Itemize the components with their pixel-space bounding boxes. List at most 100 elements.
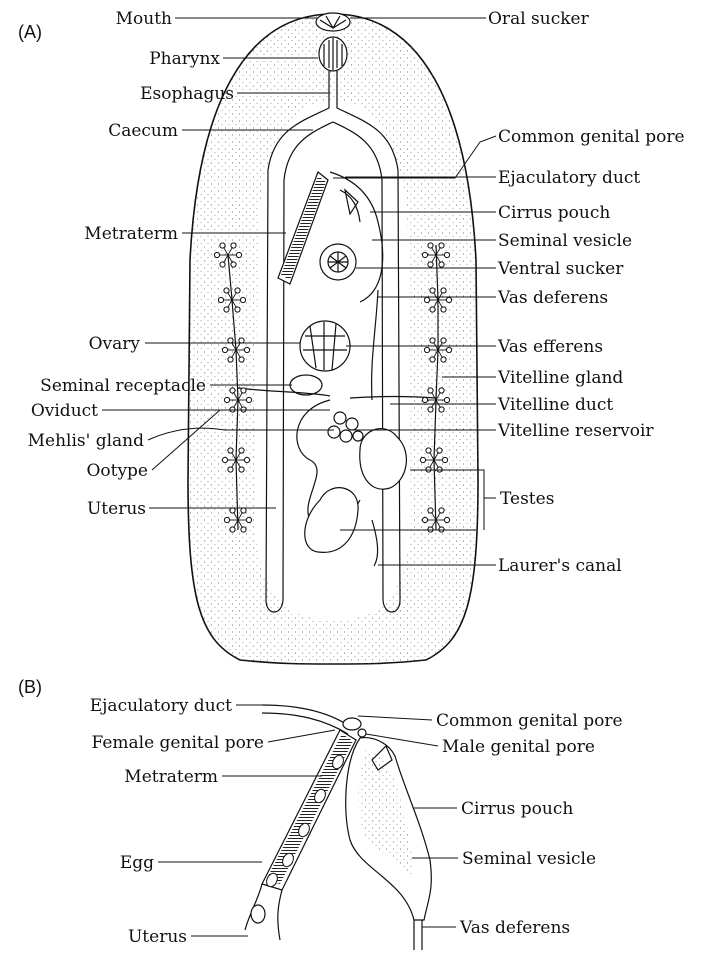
- panel-b-left-labels: Ejaculatory ductFemale genital poreMetra…: [90, 696, 264, 947]
- b-egg-label: Egg: [120, 853, 154, 873]
- a-testes-label: Testes: [500, 489, 554, 509]
- panel-a-right-labels: Oral suckerCommon genital poreEjaculator…: [488, 9, 685, 576]
- vitelline-follicle: [428, 243, 433, 248]
- vitelline-follicle: [239, 357, 244, 362]
- vitelline-follicle: [222, 347, 227, 352]
- vitelline-follicle: [230, 388, 235, 393]
- vitelline-follicle: [224, 517, 229, 522]
- a-metraterm-label: Metraterm: [84, 224, 178, 244]
- vitelline-follicle: [241, 388, 246, 393]
- vitelline-follicle: [228, 448, 233, 453]
- vitelline-follicle: [424, 297, 429, 302]
- vitelline-follicle: [446, 347, 451, 352]
- ovary: [300, 321, 350, 371]
- vitelline-follicle: [239, 338, 244, 343]
- vitelline-follicle: [441, 338, 446, 343]
- vitelline-follicle: [441, 357, 446, 362]
- vitelline-follicle: [420, 457, 425, 462]
- a-caecum-label: Caecum: [108, 121, 178, 141]
- vitelline-follicle: [230, 508, 235, 513]
- a-vas-efferens-label: Vas efferens: [497, 337, 603, 357]
- b-metraterm-label: Metraterm: [124, 767, 218, 787]
- a-vitelline-reservoir-label: Vitelline reservoir: [497, 421, 654, 441]
- vitelline-follicle: [224, 307, 229, 312]
- vitelline-follicle: [246, 517, 251, 522]
- b-vas-deferens-label: Vas deferens: [459, 918, 570, 938]
- vitelline-follicle: [224, 288, 229, 293]
- b-male-genital-pore-label: Male genital pore: [442, 737, 595, 757]
- a-pharynx-label: Pharynx: [149, 49, 220, 69]
- pharynx: [319, 37, 347, 71]
- vitelline-follicle: [430, 357, 435, 362]
- panel-b-label: (B): [18, 677, 42, 697]
- vitelline-follicle: [439, 388, 444, 393]
- a-vitelline-gland-label: Vitelline gland: [497, 368, 623, 388]
- vitelline-follicle: [244, 347, 249, 352]
- vitelline-follicle: [430, 338, 435, 343]
- vitelline-follicle: [246, 397, 251, 402]
- a-cirrus-pouch-label: Cirrus pouch: [498, 203, 610, 223]
- a-seminal-vesicle-label: Seminal vesicle: [498, 231, 632, 251]
- b-ejaculatory-duct-label: Ejaculatory duct: [90, 696, 232, 716]
- vitelline-follicle: [442, 457, 447, 462]
- a-ejaculatory-duct-label: Ejaculatory duct: [498, 168, 640, 188]
- vitelline-follicle: [426, 448, 431, 453]
- vitelline-follicle: [437, 448, 442, 453]
- terminal-genitalia: [245, 705, 431, 950]
- vitelline-follicle: [428, 262, 433, 267]
- vitelline-follicle: [228, 338, 233, 343]
- vitelline-follicle: [240, 297, 245, 302]
- vitelline-follicle: [424, 347, 429, 352]
- vitelline-follicle: [235, 307, 240, 312]
- a-ventral-sucker-label: Ventral sucker: [497, 259, 624, 279]
- vitelline-follicle: [422, 252, 427, 257]
- panel-b-right-labels: Common genital poreMale genital poreCirr…: [436, 711, 623, 938]
- a-vitelline-duct-label: Vitelline duct: [497, 395, 613, 415]
- panel-a-label: (A): [18, 22, 42, 42]
- vitelline-follicle: [239, 448, 244, 453]
- a-esophagus-label: Esophagus: [140, 84, 234, 104]
- vitelline-follicle: [446, 297, 451, 302]
- b-seminal-vesicle-label: Seminal vesicle: [462, 849, 596, 869]
- vitelline-follicle: [428, 508, 433, 513]
- vitelline-follicle: [236, 252, 241, 257]
- vitelline-follicle: [439, 508, 444, 513]
- vitelline-follicle: [428, 388, 433, 393]
- vitelline-follicle: [444, 252, 449, 257]
- a-ootype-label: Ootype: [86, 461, 148, 481]
- vitelline-follicle: [228, 467, 233, 472]
- ventral-sucker: [320, 244, 356, 280]
- vitelline-follicle: [220, 262, 225, 267]
- vitelline-follicle: [444, 517, 449, 522]
- a-mouth-label: Mouth: [116, 9, 172, 29]
- vitelline-follicle: [430, 288, 435, 293]
- b-female-genital-pore-label: Female genital pore: [91, 733, 264, 753]
- vitelline-follicle: [214, 252, 219, 257]
- vitelline-follicle: [244, 457, 249, 462]
- a-mehlis-gland-label: Mehlis' gland: [28, 431, 144, 451]
- vitelline-follicle: [439, 407, 444, 412]
- vitelline-follicle: [441, 288, 446, 293]
- vitelline-follicle: [241, 527, 246, 532]
- oral-sucker: [316, 13, 350, 31]
- vitelline-follicle: [439, 243, 444, 248]
- b-cirrus-pouch-label: Cirrus pouch: [461, 799, 573, 819]
- a-laurer-s-canal-label: Laurer's canal: [498, 556, 622, 576]
- a-seminal-receptacle-label: Seminal receptacle: [40, 376, 206, 396]
- vitelline-follicle: [228, 357, 233, 362]
- vitelline-follicle: [235, 288, 240, 293]
- a-ovary-label: Ovary: [89, 334, 141, 354]
- vitelline-follicle: [444, 397, 449, 402]
- vitelline-follicle: [222, 457, 227, 462]
- vitelline-follicle: [218, 297, 223, 302]
- b-uterus-label: Uterus: [128, 927, 187, 947]
- vitelline-follicle: [220, 243, 225, 248]
- vitelline-follicle: [428, 407, 433, 412]
- b-common-genital-pore-label: Common genital pore: [436, 711, 623, 731]
- vitelline-follicle: [422, 517, 427, 522]
- vitelline-follicle: [230, 527, 235, 532]
- a-oviduct-label: Oviduct: [31, 401, 98, 421]
- a-common-genital-pore-label: Common genital pore: [498, 127, 685, 147]
